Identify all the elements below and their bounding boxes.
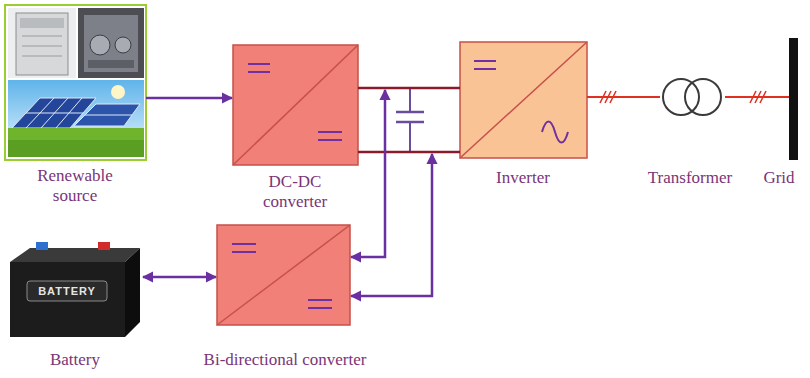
renewable-picture bbox=[41, 98, 68, 128]
capacitor-symbol bbox=[409, 122, 411, 152]
battery-picture bbox=[27, 281, 107, 301]
inverter-box: Inverter bbox=[460, 42, 587, 158]
capacitor-symbol bbox=[396, 111, 424, 114]
connector bbox=[351, 154, 432, 296]
node-label: Battery bbox=[50, 350, 100, 370]
inverter-box bbox=[460, 42, 587, 158]
node-label: Inverter bbox=[496, 168, 550, 188]
renewable-picture bbox=[8, 140, 144, 157]
converter-box bbox=[217, 225, 350, 325]
renewable-picture bbox=[20, 18, 64, 28]
grid-bus bbox=[789, 38, 798, 160]
converter-box bbox=[233, 45, 358, 165]
node-label: Grid bbox=[763, 168, 794, 188]
converter-box bbox=[233, 45, 358, 165]
renewable-picture bbox=[8, 8, 76, 78]
connector bbox=[358, 88, 460, 152]
grid-bus bbox=[789, 38, 798, 160]
transformer-symbol bbox=[663, 79, 721, 115]
converter-box: Bi-directional converter bbox=[217, 225, 350, 325]
renewable-picture bbox=[26, 98, 54, 128]
converter-box bbox=[308, 307, 332, 309]
renewable-picture bbox=[78, 8, 144, 78]
battery-picture bbox=[36, 242, 48, 250]
connector bbox=[351, 90, 385, 257]
renewable-picture bbox=[8, 128, 144, 157]
transformer-symbol bbox=[663, 79, 699, 115]
renewable-picture bbox=[74, 104, 140, 126]
renewable-picture bbox=[115, 37, 131, 53]
battery-picture bbox=[98, 242, 110, 250]
renewable-picture bbox=[22, 36, 62, 37]
connector bbox=[725, 96, 789, 98]
converter-box bbox=[232, 251, 256, 253]
converter-box bbox=[233, 45, 358, 165]
battery-picture bbox=[10, 262, 125, 337]
inverter-box bbox=[474, 68, 496, 70]
inverter-box bbox=[542, 122, 568, 143]
capacitor-symbol bbox=[396, 88, 424, 152]
battery-plate-text: BATTERY bbox=[38, 285, 96, 297]
renewable-picture bbox=[16, 13, 68, 75]
transformer-symbol: Transformer bbox=[660, 78, 725, 116]
renewable-picture bbox=[84, 15, 138, 72]
inverter-box bbox=[460, 42, 587, 158]
node-label: Bi-directional converter bbox=[204, 350, 367, 370]
battery-picture bbox=[10, 242, 140, 337]
capacitor-symbol bbox=[409, 88, 411, 112]
connector bbox=[587, 96, 660, 98]
renewable-picture bbox=[90, 35, 110, 55]
node-label: Renewable source bbox=[25, 166, 125, 206]
connector bbox=[146, 97, 232, 100]
node-label: Transformer bbox=[648, 168, 732, 188]
renewable-picture bbox=[111, 85, 125, 99]
renewable-picture bbox=[88, 60, 134, 68]
renewable-picture bbox=[5, 5, 146, 160]
inverter-box bbox=[460, 42, 587, 158]
converter-box bbox=[308, 299, 332, 301]
connector bbox=[143, 276, 216, 279]
converter-box bbox=[248, 71, 270, 73]
source-picture: Renewable source bbox=[5, 5, 146, 160]
converter-box bbox=[248, 63, 270, 65]
renewable-picture bbox=[22, 46, 62, 47]
transformer-symbol bbox=[685, 79, 721, 115]
renewable-picture bbox=[85, 115, 132, 116]
converter-box bbox=[232, 243, 256, 245]
converter-box bbox=[318, 131, 342, 133]
renewable-picture bbox=[8, 80, 144, 157]
renewable-picture bbox=[5, 5, 146, 160]
converter-box bbox=[217, 225, 350, 325]
battery-picture bbox=[10, 248, 140, 262]
node-label: DC-DC converter bbox=[240, 172, 350, 212]
converter-box: DC-DC converter bbox=[233, 45, 358, 165]
renewable-picture bbox=[22, 56, 62, 57]
grid-bus: Grid bbox=[789, 38, 798, 160]
converter-box bbox=[318, 139, 342, 141]
inverter-box bbox=[474, 60, 496, 62]
converter-box bbox=[217, 225, 350, 325]
battery-picture bbox=[125, 248, 140, 337]
